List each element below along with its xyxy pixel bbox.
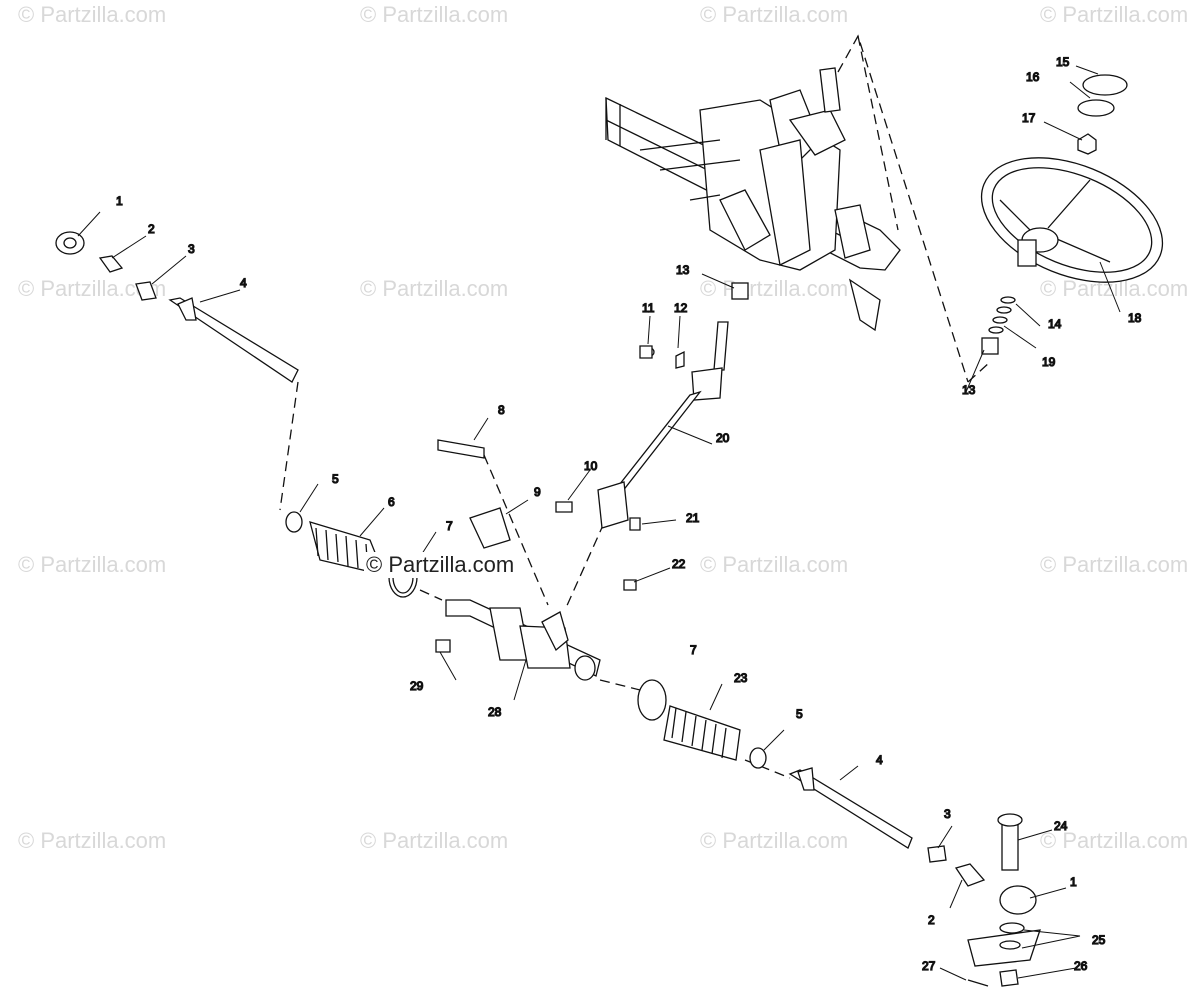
callout-14: 14 [1048,317,1062,331]
callout-6: 6 [388,495,395,509]
watermark: © Partzilla.com [18,828,167,853]
watermark: © Partzilla.com [1040,828,1189,853]
watermark: © Partzilla.com [18,552,167,577]
watermark: © Partzilla.com [700,552,849,577]
watermark: © Partzilla.com [360,276,509,301]
callout-7: 7 [690,643,697,657]
watermark-center: © Partzilla.com [364,552,517,578]
callout-20: 20 [716,431,730,445]
callout-4: 4 [240,276,247,290]
callout-24: 24 [1054,819,1068,833]
callout-22: 22 [672,557,686,571]
callout-13: 13 [676,263,690,277]
callout-11: 11 [642,301,655,315]
callout-13: 13 [962,383,976,397]
callout-28: 28 [488,705,502,719]
steering-shaft [555,321,729,529]
callout-3: 3 [188,242,195,256]
watermark: © Partzilla.com [360,828,509,853]
callout-27: 27 [922,959,936,973]
callout-8: 8 [498,403,505,417]
right-boot [637,679,767,769]
callout-1: 1 [116,194,123,208]
callout-2: 2 [148,222,155,236]
bracket [437,439,511,549]
callout-26: 26 [1074,959,1088,973]
callout-2: 2 [928,913,935,927]
left-tie-rod [55,231,299,383]
callout-23: 23 [734,671,748,685]
watermark: © Partzilla.com [700,2,849,27]
watermark: © Partzilla.com [1040,2,1189,27]
callout-25: 25 [1092,933,1106,947]
rack-and-pinion [435,517,641,681]
watermark: © Partzilla.com [1040,552,1189,577]
callout-4: 4 [876,753,883,767]
callout-10: 10 [584,459,598,473]
callout-29: 29 [410,679,424,693]
callout-12: 12 [674,301,688,315]
callout-15: 15 [1056,55,1070,69]
callout-17: 17 [1022,111,1036,125]
callout-18: 18 [1128,311,1142,325]
callout-leaders [77,65,1121,981]
watermark: © Partzilla.com [700,276,849,301]
callout-3: 3 [944,807,951,821]
callout-5: 5 [332,472,339,486]
callout-21: 21 [686,511,700,525]
callout-5: 5 [796,707,803,721]
right-tie-rod [788,767,1041,987]
callout-numbers: 1 2 3 4 5 6 7 8 9 10 11 12 13 15 16 17 1… [115,54,1142,973]
callout-7: 7 [446,519,453,533]
callout-1: 1 [1070,875,1077,889]
watermark: © Partzilla.com [18,2,167,27]
callout-19: 19 [1042,355,1056,369]
watermark: © Partzilla.com [360,2,509,27]
watermark: © Partzilla.com [700,828,849,853]
bushing [731,282,749,300]
callout-16: 16 [1026,70,1040,84]
assembly-leaders [279,34,991,779]
steering-wheel [980,74,1164,355]
callout-9: 9 [534,485,541,499]
frame-assembly [605,67,901,332]
